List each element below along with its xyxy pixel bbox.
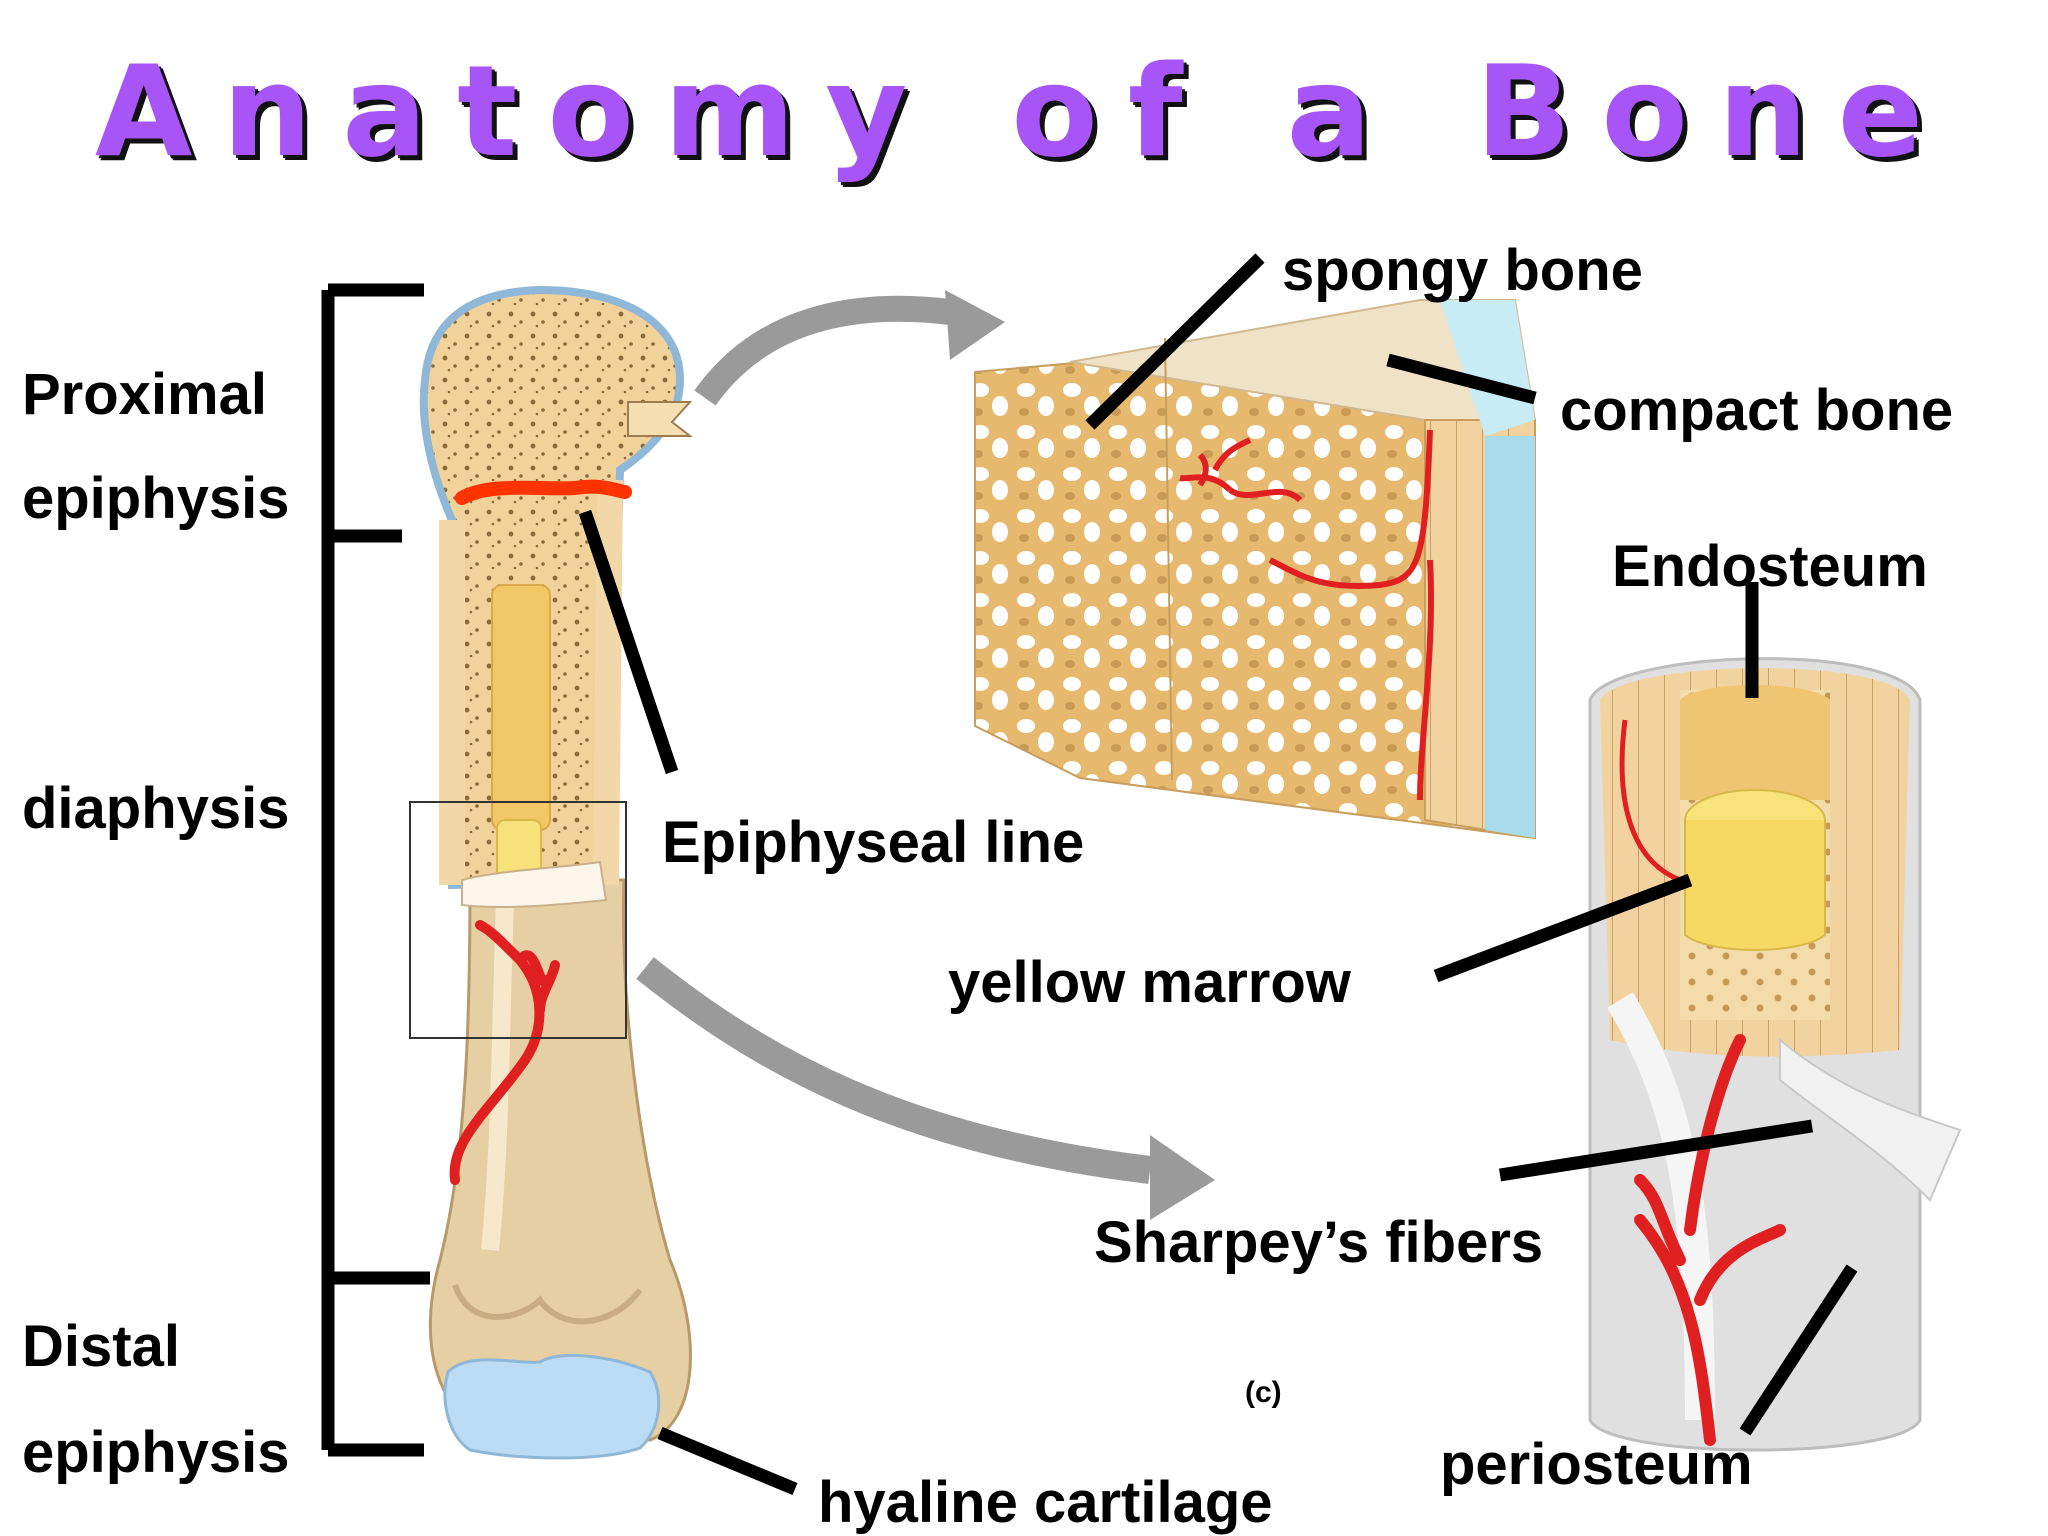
panel-marker: (c)	[1245, 1376, 1282, 1409]
label-endosteum: Endosteum	[1612, 534, 1928, 599]
label-diaphysis: diaphysis	[22, 776, 290, 841]
label-proximal-epiphysis: epiphysis	[22, 466, 290, 531]
region-bracket	[321, 283, 430, 1457]
label-sharpeys-fibers: Sharpey’s fibers	[1094, 1210, 1544, 1275]
label-yellow-marrow: yellow marrow	[948, 950, 1351, 1015]
spongy-bone-block	[974, 299, 1537, 840]
label-distal: Distal	[22, 1314, 180, 1379]
label-spongy-bone: spongy bone	[1282, 238, 1643, 303]
label-proximal: Proximal	[22, 362, 267, 427]
zoom-region-box	[409, 801, 627, 1039]
arrow-to-spongy-detail	[694, 290, 1005, 406]
label-epiphyseal-line: Epiphyseal line	[662, 810, 1085, 875]
label-hyaline-cartilage: hyaline cartilage	[818, 1470, 1273, 1535]
label-distal-epiphysis: epiphysis	[22, 1420, 290, 1485]
label-periosteum: periosteum	[1440, 1432, 1753, 1497]
long-bone-illustration	[419, 285, 693, 1460]
arrow-to-shaft-detail	[636, 957, 1215, 1220]
leader-lines	[578, 253, 1858, 1496]
label-compact-bone: compact bone	[1560, 378, 1954, 443]
shaft-cross-section	[1588, 657, 1962, 1452]
page-title: Anatomy of a Bone	[94, 38, 1954, 185]
